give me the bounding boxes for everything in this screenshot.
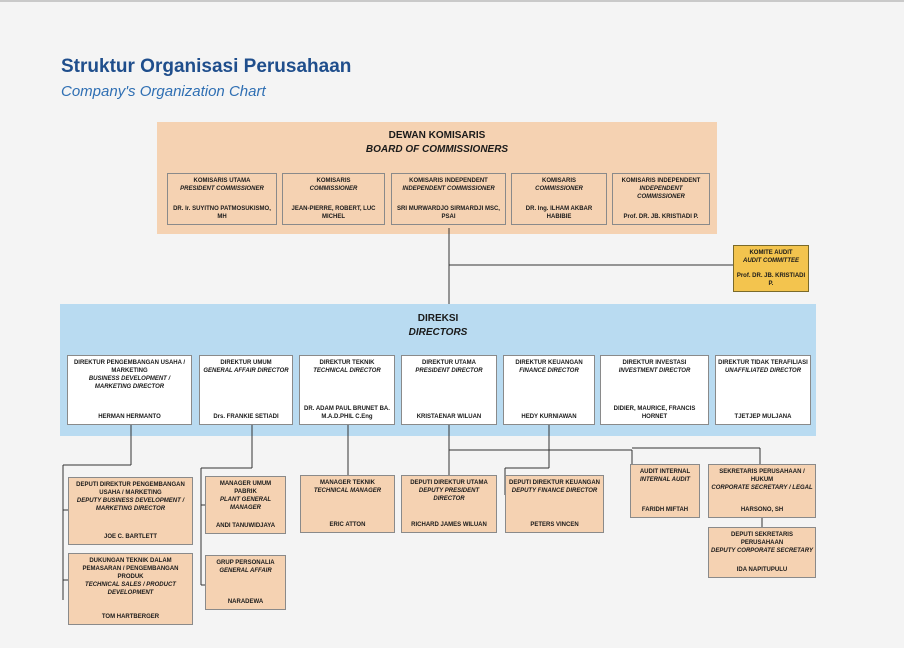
page-subtitle: Company's Organization Chart bbox=[61, 83, 266, 100]
directors-title-id: DIREKSI bbox=[417, 313, 459, 324]
board-title-id: DEWAN KOMISARIS bbox=[388, 130, 486, 141]
unit-deputy-business-development: DEPUTI DIREKTUR PENGEMBANGAN USAHA / MAR… bbox=[68, 477, 193, 545]
unit-technical-sales: DUKUNGAN TEKNIK DALAM PEMASARAN / PENGEM… bbox=[68, 553, 193, 625]
directors-title-en: DIRECTORS bbox=[408, 327, 468, 338]
page-title: Struktur Organisasi Perusahaan bbox=[61, 56, 352, 77]
top-border bbox=[0, 0, 904, 2]
board-title-en: BOARD OF COMMISSIONERS bbox=[365, 144, 509, 155]
